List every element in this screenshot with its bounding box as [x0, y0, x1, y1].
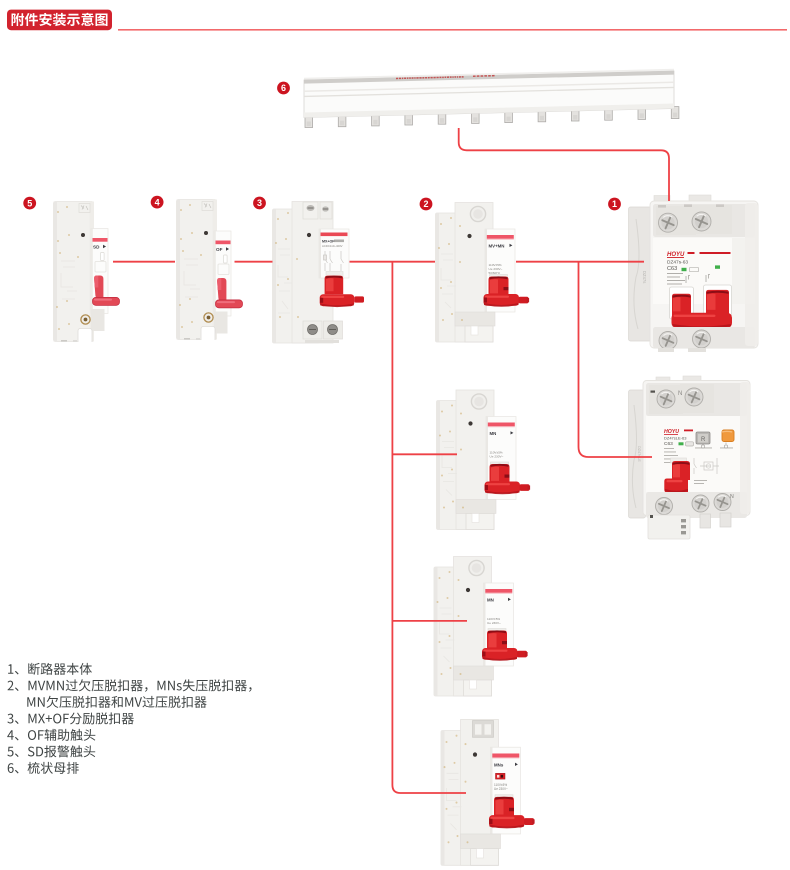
svg-text:SD: SD [93, 245, 100, 250]
svg-text:MN: MN [487, 598, 494, 603]
svg-text:C63: C63 [664, 441, 673, 447]
svg-text:N: N [730, 494, 734, 500]
svg-text:MN: MN [490, 431, 497, 436]
svg-text:110V±5%: 110V±5% [489, 263, 502, 267]
svg-text:OF: OF [216, 247, 223, 252]
svg-text:MX+OF: MX+OF [322, 240, 335, 244]
svg-text:5: 5 [27, 198, 32, 208]
svg-text:R: R [701, 437, 706, 443]
svg-text:50/60Hz: 50/60Hz [489, 271, 501, 275]
svg-text:2: 2 [423, 199, 428, 209]
svg-text:DZ47s-63: DZ47s-63 [667, 260, 688, 266]
svg-text:ACDC110~400V: ACDC110~400V [322, 244, 343, 248]
svg-text:MV+MN: MV+MN [489, 244, 505, 249]
svg-text:4: 4 [155, 197, 160, 207]
svg-text:HOYU: HOYU [667, 252, 685, 258]
svg-text:110V±5%: 110V±5% [494, 783, 507, 787]
svg-text:MNs: MNs [494, 762, 504, 767]
svg-text:110V±5%: 110V±5% [487, 617, 500, 621]
svg-text:Ue 230V~: Ue 230V~ [490, 455, 504, 459]
svg-text:110V±5%: 110V±5% [490, 451, 503, 455]
svg-text:1: 1 [612, 199, 617, 209]
svg-text:DZ47s: DZ47s [642, 271, 647, 283]
svg-text:6: 6 [281, 83, 286, 93]
svg-text:3: 3 [257, 198, 262, 208]
svg-text:N: N [678, 391, 682, 397]
svg-text:DZ47sLE-63: DZ47sLE-63 [664, 436, 687, 441]
svg-text:C63: C63 [667, 266, 677, 272]
svg-text:Ue 230V~: Ue 230V~ [494, 787, 508, 791]
svg-text:Ue 230V~: Ue 230V~ [489, 267, 503, 271]
svg-text:DZ47sLE: DZ47sLE [637, 446, 641, 462]
svg-text:HOYU: HOYU [664, 429, 679, 435]
svg-text:Ue 230V~: Ue 230V~ [487, 621, 501, 625]
